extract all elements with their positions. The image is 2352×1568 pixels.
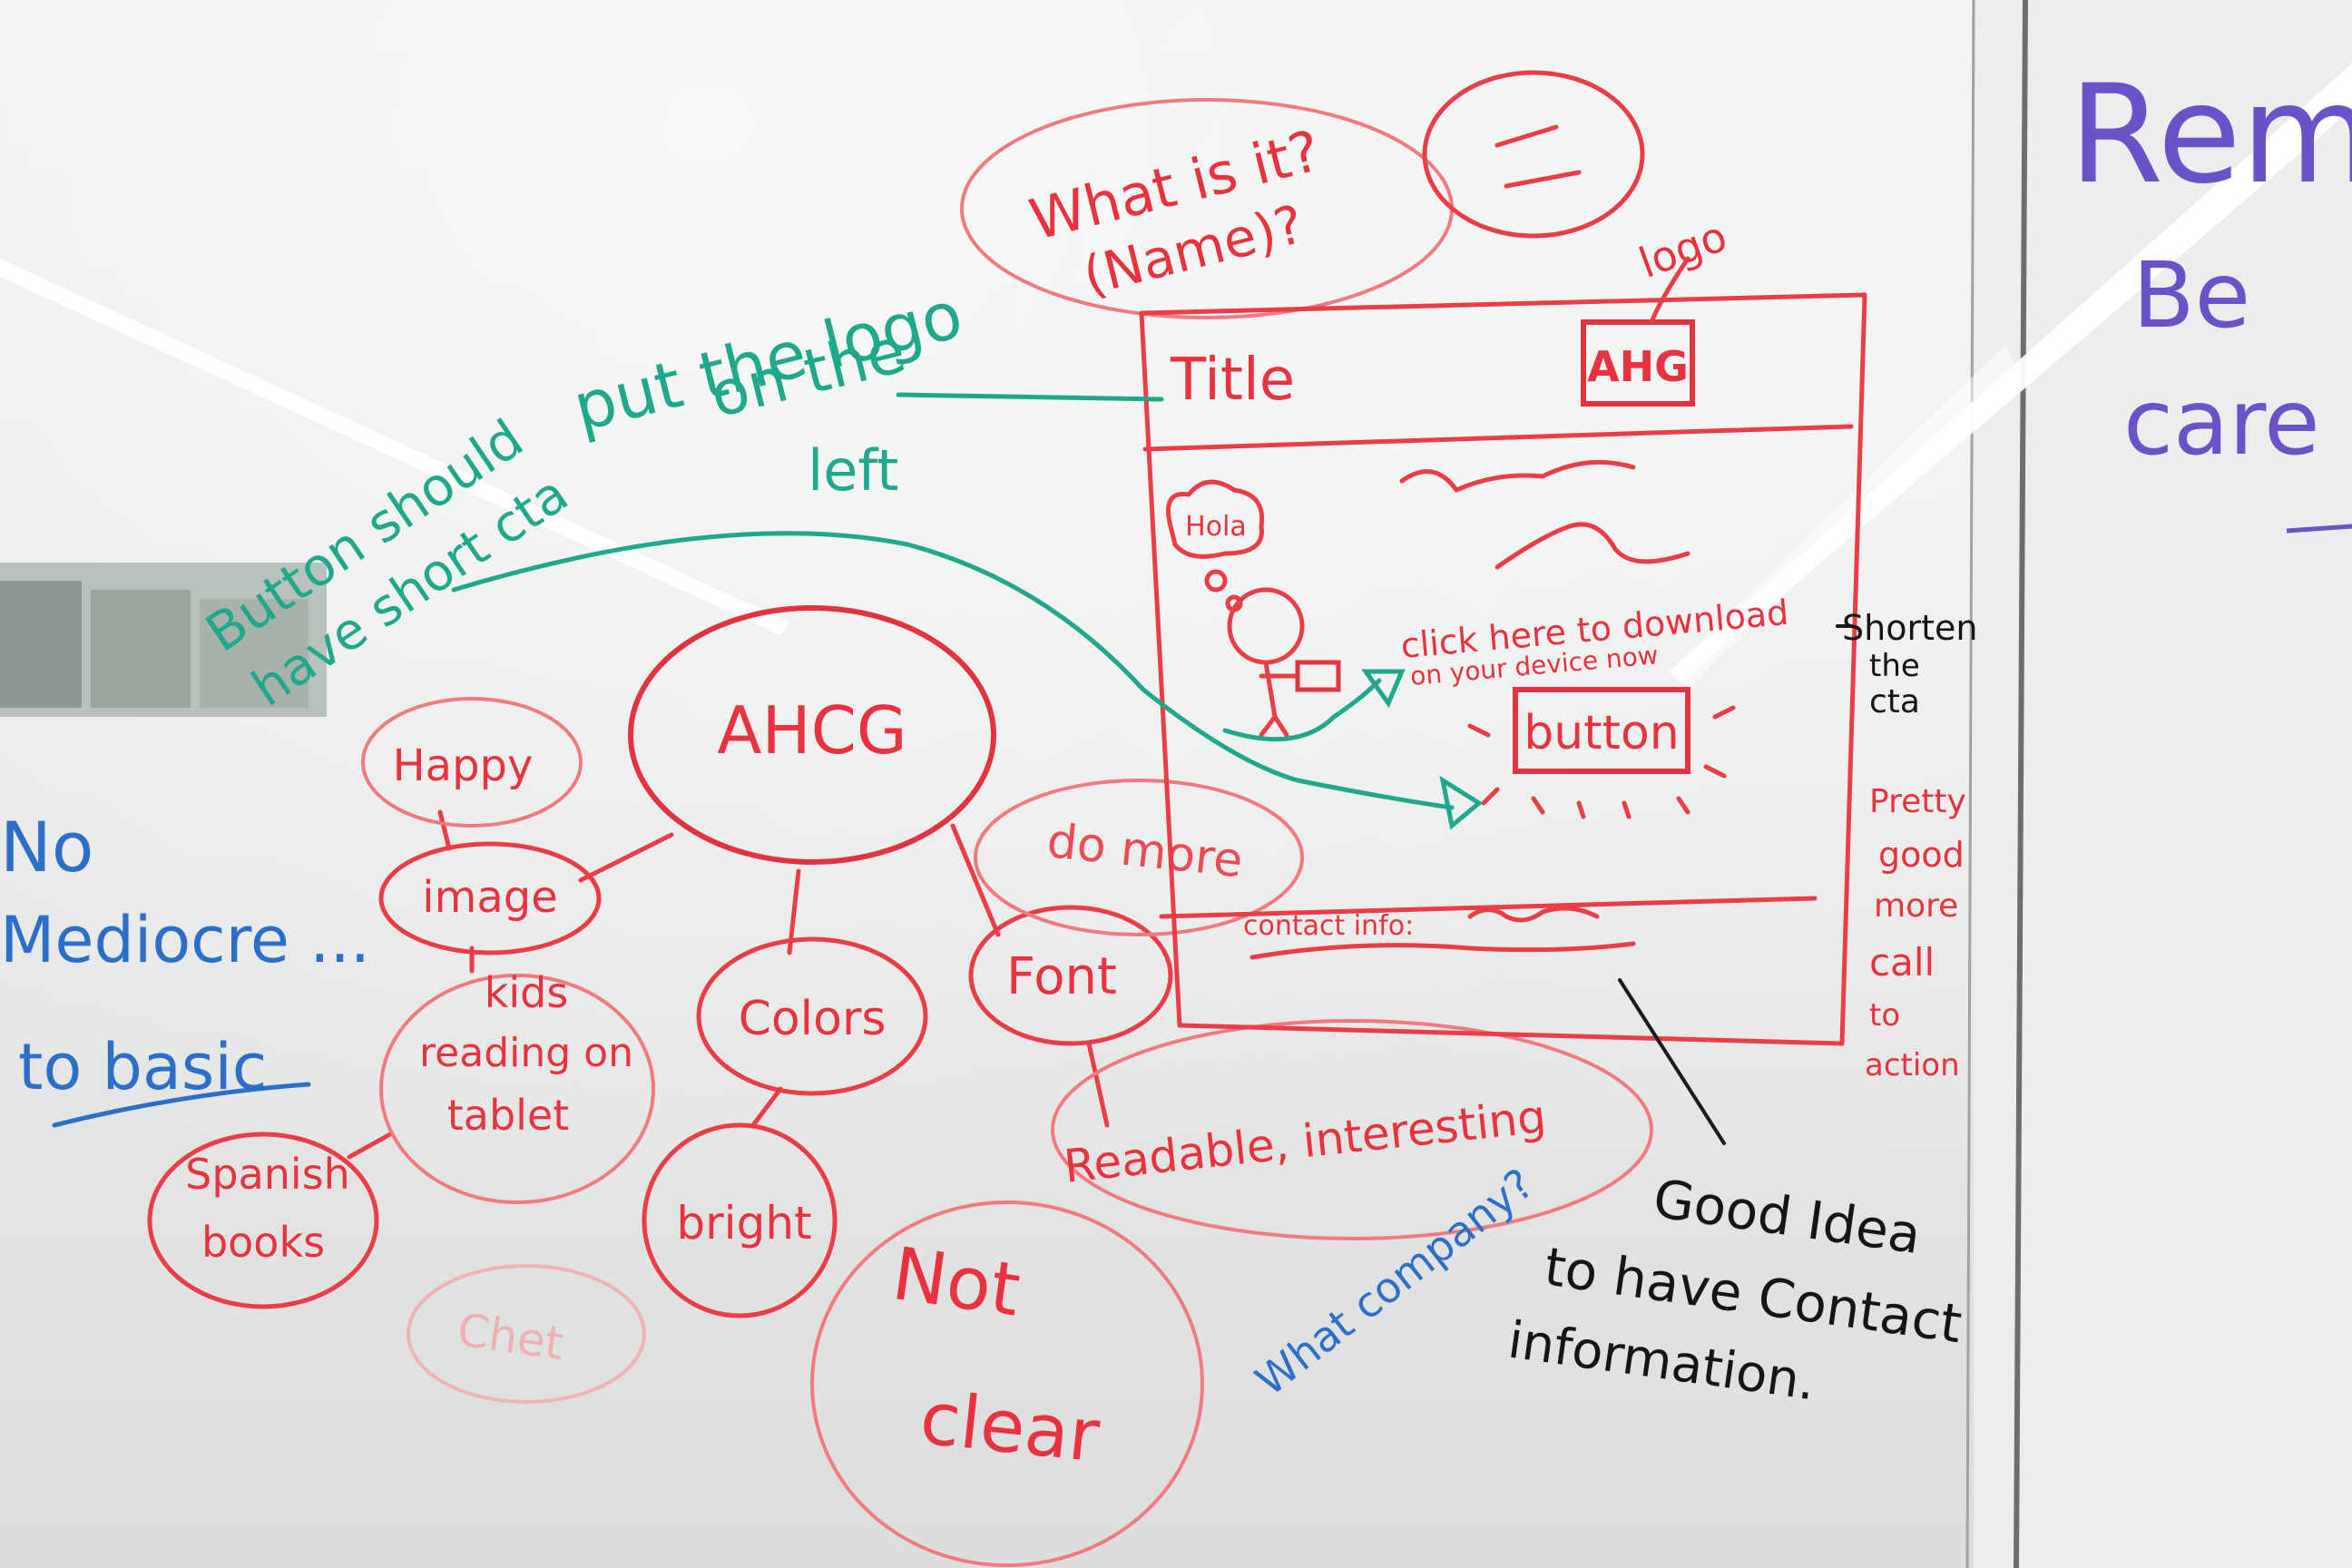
spanish-bubble — [147, 1132, 379, 1309]
image-bubble — [378, 841, 602, 956]
right-panel-line-1: Rem — [2069, 56, 2352, 214]
bright-label: bright — [676, 1197, 811, 1250]
spanish-line-1: Spanish — [185, 1150, 350, 1199]
happy-label: Happy — [393, 740, 534, 791]
good-idea-line-1: Good Idea — [1650, 1168, 1925, 1267]
contact-info: contact info: — [1243, 910, 1414, 942]
side-note-4: call — [1869, 940, 1935, 985]
wireframe-title: Title — [1170, 347, 1295, 414]
button-sketch — [1513, 687, 1690, 774]
not-clear-line-2: clear — [916, 1376, 1103, 1478]
blue-annotations: No Mediocre ... to basic What company? — [0, 807, 1543, 1406]
side-note-3: more — [1874, 887, 1958, 925]
side-note-5: to — [1869, 997, 1900, 1034]
faded-label: Chet — [454, 1303, 566, 1370]
spanish-line-2: books — [201, 1218, 325, 1267]
light-reflection — [0, 64, 2352, 690]
button-glow-lines — [1467, 705, 1736, 819]
what-company-note: What company? — [1247, 1159, 1543, 1406]
image-label: image — [422, 872, 558, 923]
kids-line-3: tablet — [447, 1091, 570, 1140]
bright-bubble — [642, 1122, 838, 1318]
not-clear-line-1: Not — [887, 1231, 1025, 1333]
speech-text: Hola — [1185, 511, 1247, 543]
readable-bubble — [1051, 1019, 1653, 1240]
font-bubble — [968, 905, 1173, 1046]
not-clear-bubble — [810, 1200, 1204, 1567]
faded-bubble — [407, 1264, 646, 1404]
logo-label: logo — [1632, 211, 1733, 288]
kids-line-1: kids — [485, 968, 569, 1017]
right-panel-line-2: Be — [2132, 242, 2250, 348]
shorten-line-3: cta — [1869, 683, 1920, 720]
window — [0, 563, 327, 717]
do-more-label: do more — [1044, 814, 1245, 888]
neutral-face-icon — [1422, 70, 1645, 239]
side-note-2: good — [1878, 835, 1965, 875]
shorten-line-1: Shorten — [1842, 608, 1977, 648]
right-panel-line-3: care — [2123, 369, 2320, 475]
shorten-line-2: the — [1869, 648, 1920, 684]
font-label: Font — [1006, 947, 1117, 1006]
mind-map: AHCG Happy image kids reading on tablet … — [147, 605, 1653, 1567]
kids-bubble — [379, 974, 655, 1204]
colors-bubble — [696, 936, 928, 1096]
stick-figure-icon — [1227, 587, 1341, 738]
logo-box — [1581, 319, 1695, 407]
do-more-bubble — [974, 779, 1304, 936]
button-sketch-label: button — [1524, 706, 1680, 760]
colors-label: Colors — [739, 992, 887, 1046]
wireframe: Title AHG logo Hola click here to downlo… — [1139, 211, 1867, 1046]
right-panel-notes: Rem Be care — [2069, 56, 2352, 534]
side-note-1: Pretty — [1869, 783, 1966, 820]
ahcg-label: AHCG — [717, 692, 906, 769]
logo-note-line-3: left — [808, 437, 898, 504]
question-bubble: What is it? (Name)? — [960, 98, 1454, 319]
side-red-notes: Pretty good more call to action — [1865, 783, 1966, 1083]
logo-box-text: AHG — [1587, 342, 1689, 391]
readable-label: Readable, interesting — [1062, 1090, 1549, 1192]
blue-note-line-1: No — [0, 807, 93, 887]
kids-line-2: reading on — [419, 1030, 633, 1076]
blue-note-line-2: Mediocre ... — [0, 903, 370, 977]
ahcg-bubble — [628, 605, 996, 865]
happy-bubble — [361, 697, 583, 828]
side-note-6: action — [1865, 1047, 1960, 1083]
